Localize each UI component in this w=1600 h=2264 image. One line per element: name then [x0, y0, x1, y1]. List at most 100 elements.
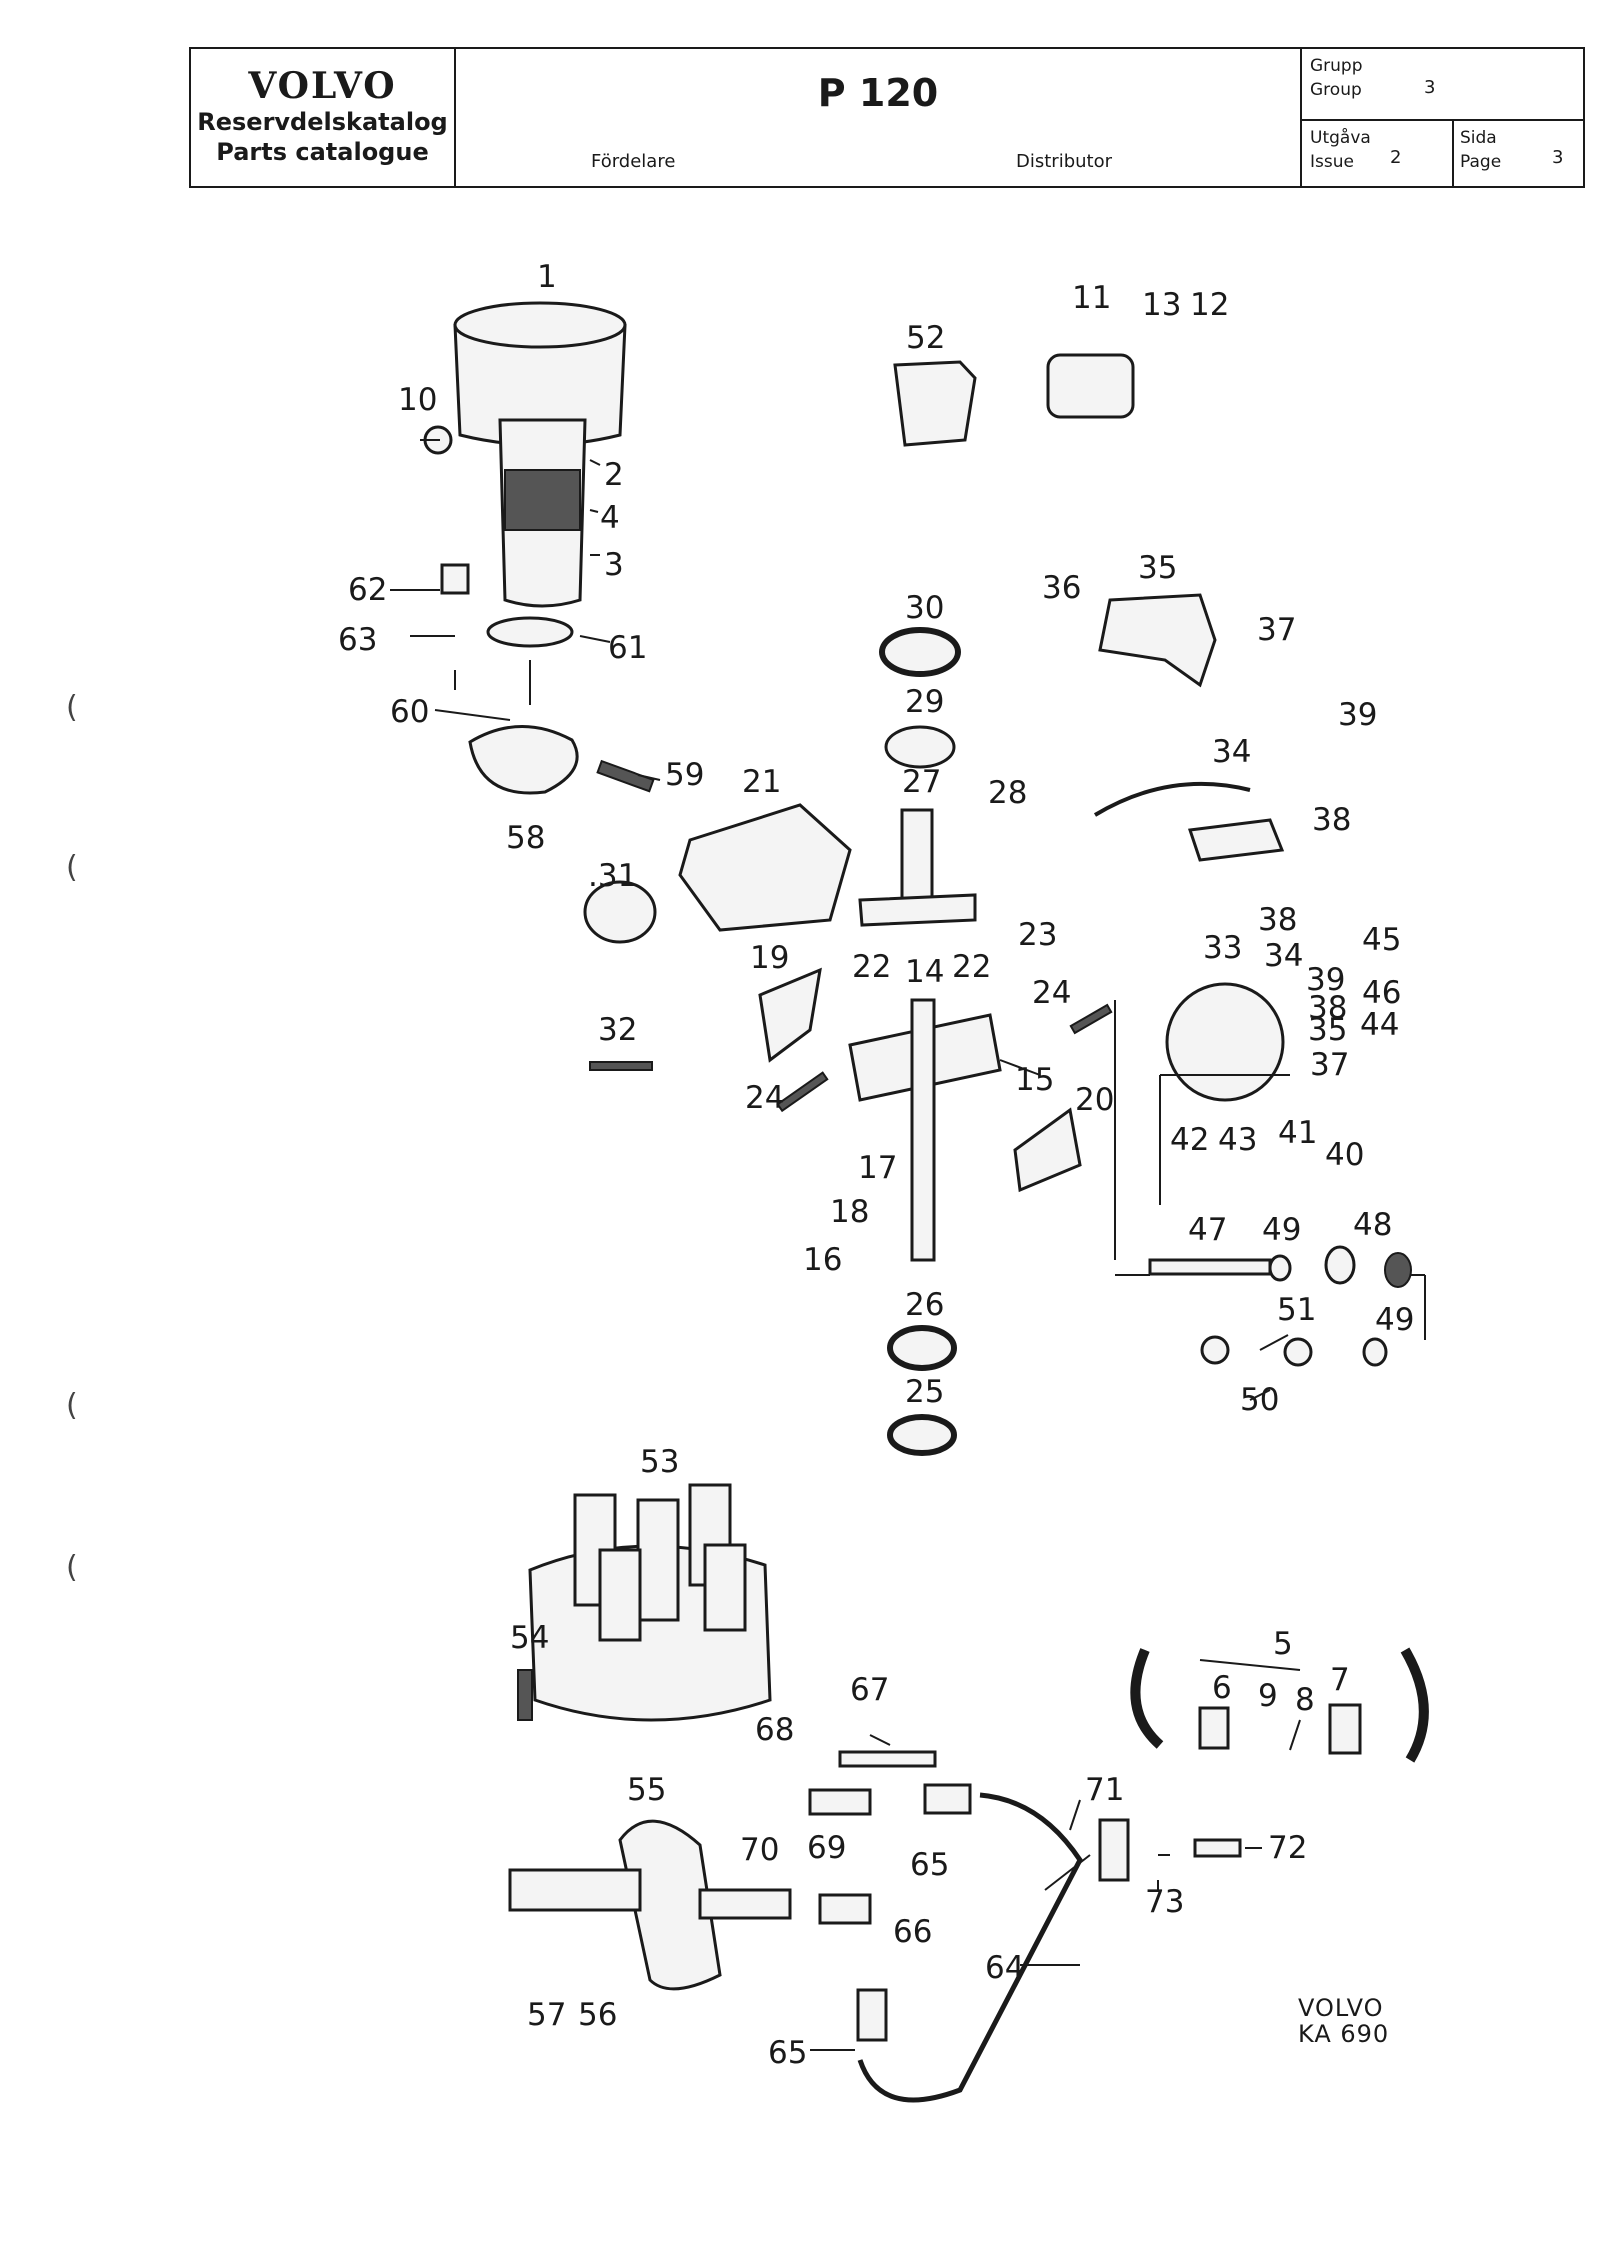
- callout-58: 58: [506, 820, 545, 856]
- drawing-reference-stamp: VOLVO KA 690: [1298, 1995, 1389, 2047]
- callout-18: 18: [830, 1194, 869, 1230]
- screw-drawing: [596, 759, 655, 793]
- cap-tower-drawing: [636, 1498, 680, 1622]
- section-title-sv: Fördelare: [591, 151, 676, 172]
- issue-box: Utgåva Issue 2: [1302, 119, 1454, 188]
- issue-label-sv: Utgåva: [1310, 128, 1371, 148]
- meta-cell: Grupp Group 3 Utgåva Issue 2 Sida Page 3: [1302, 49, 1583, 188]
- callout-11: 11: [1072, 280, 1111, 316]
- callout-57: 57: [527, 1997, 566, 2033]
- callout-69: 69: [807, 1830, 846, 1866]
- callout-31: .31: [588, 858, 637, 894]
- callout-39b: 39: [1306, 962, 1345, 998]
- callout-73: 73: [1145, 1884, 1184, 1920]
- adapter-drawing: [808, 1788, 872, 1816]
- catalog-title-en: Parts catalogue: [216, 138, 429, 166]
- pipe-nut-drawing: [923, 1783, 972, 1815]
- callout-50: 50: [1240, 1382, 1279, 1418]
- bracket-drawing: [1328, 1703, 1362, 1755]
- callout-22: 22: [852, 949, 891, 985]
- condenser-drawing: [1046, 353, 1135, 419]
- catalog-title-sv: Reservdelskatalog: [197, 108, 448, 136]
- washer-drawing: [879, 627, 961, 677]
- callout-13: 13: [1142, 287, 1181, 323]
- callout-1: 1: [537, 259, 557, 295]
- callout-72: 72: [1268, 1830, 1307, 1866]
- callout-10: 10: [398, 382, 437, 418]
- contact-arm-drawing: [1187, 818, 1285, 862]
- catalog-header: VOLVO Reservdelskatalog Parts catalogue …: [189, 47, 1585, 188]
- callout-9: 9: [1258, 1678, 1278, 1714]
- callout-56: 56: [578, 1997, 617, 2033]
- washer-drawing: [887, 1414, 957, 1456]
- callout-63: 63: [338, 622, 377, 658]
- page-value: 3: [1552, 147, 1564, 168]
- callout-23: 23: [1018, 917, 1057, 953]
- callout-28: 28: [988, 775, 1027, 811]
- callout-33: 33: [1203, 930, 1242, 966]
- margin-mark: (: [66, 1388, 78, 1423]
- volvo-logo: VOLVO: [248, 65, 397, 107]
- gasket-drawing: [678, 803, 852, 932]
- callout-51: 51: [1277, 1292, 1316, 1328]
- throttle-nipple-drawing: [838, 1750, 937, 1768]
- cap-tower-drawing: [703, 1543, 747, 1632]
- callout-39: 39: [1338, 697, 1377, 733]
- callout-70: 70: [740, 1832, 779, 1868]
- callout-4: 4: [600, 500, 620, 536]
- callout-27: 27: [902, 764, 941, 800]
- distributor-housing-drawing: [423, 301, 627, 608]
- callout-44: 44: [1360, 1007, 1399, 1043]
- callout-8: 8: [1295, 1682, 1315, 1718]
- breaker-arm-drawing: [1098, 593, 1217, 688]
- weight-drawing: [1013, 1107, 1082, 1193]
- callout-22b: 22: [952, 949, 991, 985]
- section-title-en: Distributor: [1016, 151, 1113, 172]
- callout-45: 45: [1362, 922, 1401, 958]
- group-label-en: Group: [1310, 80, 1362, 100]
- callout-numbers: 1 2 3 4 5 6 7 8 9 10 11 12 13 14 15 16 1…: [338, 259, 1414, 2071]
- callout-2: 2: [604, 457, 624, 493]
- vacuum-pipe-drawing: [857, 1792, 1083, 2103]
- callout-38b: 38: [1258, 902, 1297, 938]
- callout-37: 37: [1257, 612, 1296, 648]
- group-box: Grupp Group 3: [1302, 49, 1583, 121]
- callout-52: 52: [906, 320, 945, 356]
- callout-30: 30: [905, 590, 944, 626]
- bolt-drawing: [1193, 1838, 1242, 1858]
- weight-drawing: [758, 967, 822, 1063]
- callout-3: 3: [604, 547, 624, 583]
- callout-12: 12: [1190, 287, 1229, 323]
- margin-mark: (: [66, 1550, 78, 1585]
- callout-21: 21: [742, 764, 781, 800]
- callout-54: 54: [510, 1620, 549, 1656]
- contact-arm-drawing: [1093, 781, 1251, 817]
- callout-29: 29: [905, 684, 944, 720]
- stamp-brand: VOLVO: [1298, 1994, 1384, 2022]
- pin-drawing: [589, 1061, 653, 1071]
- callout-24b: 24: [745, 1080, 784, 1116]
- callout-24: 24: [1032, 975, 1071, 1011]
- shaft-top-drawing: [900, 808, 934, 902]
- pipe-clamp-drawing: [1098, 1818, 1130, 1882]
- washer-drawing: [887, 1325, 957, 1371]
- callout-49: 49: [1262, 1212, 1301, 1248]
- vacuum-arm-drawing: [508, 1868, 642, 1912]
- model-title: P 120: [817, 71, 939, 115]
- stamp-code: KA 690: [1298, 2020, 1390, 2048]
- callout-40: 40: [1325, 1137, 1364, 1173]
- callout-62: 62: [348, 572, 387, 608]
- breaker-plate-drawing: [858, 893, 977, 927]
- rotor-drawing: [893, 360, 977, 447]
- callout-35: 35: [1138, 550, 1177, 586]
- callout-20: 20: [1075, 1082, 1114, 1118]
- brand-cell: VOLVO Reservdelskatalog Parts catalogue: [191, 49, 456, 186]
- callout-66: 66: [893, 1914, 932, 1950]
- callout-25: 25: [905, 1374, 944, 1410]
- callout-47: 47: [1188, 1212, 1227, 1248]
- pipe-nut-drawing: [856, 1988, 888, 2042]
- callout-26: 26: [905, 1287, 944, 1323]
- callout-17: 17: [858, 1150, 897, 1186]
- callout-53: 53: [640, 1444, 679, 1480]
- vacuum-unit-drawing: [618, 1819, 722, 1991]
